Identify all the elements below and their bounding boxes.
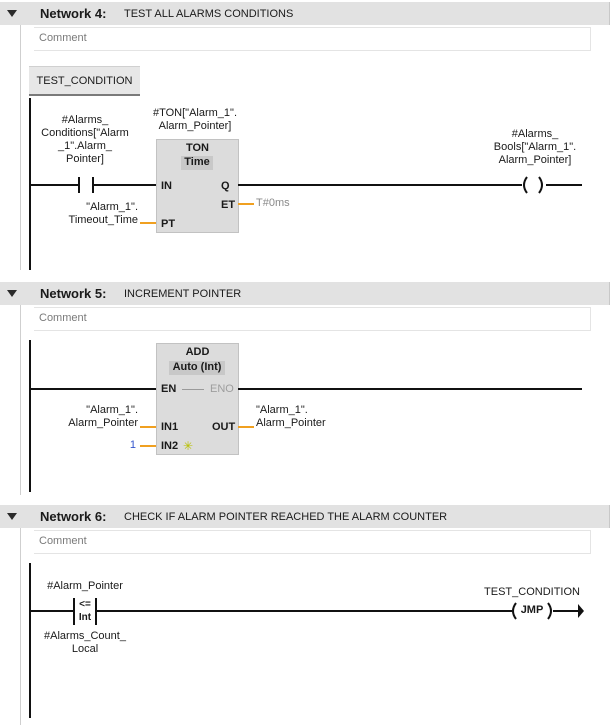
network-comment-field[interactable]: Comment (34, 27, 591, 51)
wire (30, 610, 73, 612)
jump-label-tab[interactable]: TEST_CONDITION (29, 66, 140, 96)
network-title: Network 6: (40, 509, 107, 524)
pin-eno: ENO (210, 383, 234, 395)
param-wire (140, 222, 156, 224)
collapse-triangle-icon[interactable] (7, 290, 17, 297)
wire (238, 184, 522, 186)
wire (238, 388, 582, 390)
comment-placeholder: Comment (39, 312, 87, 324)
pin-q: Q (221, 180, 230, 192)
param-wire (140, 445, 156, 447)
ton-timer-block[interactable]: TON Time IN Q ET PT (156, 139, 239, 233)
tree-line (20, 25, 21, 270)
pin-in: IN (161, 180, 172, 192)
wire (97, 610, 512, 612)
pin-in1: IN1 (161, 421, 179, 433)
tree-line (20, 528, 21, 725)
tree-line (20, 305, 21, 495)
wire (546, 184, 582, 186)
pin-in2: IN2 (161, 440, 179, 452)
out-operand[interactable]: "Alarm_1". Alarm_Pointer (256, 404, 326, 429)
block-type: TON (185, 142, 210, 154)
comment-placeholder: Comment (39, 535, 87, 547)
param-wire (238, 426, 254, 428)
in1-operand[interactable]: "Alarm_1". Alarm_Pointer (68, 404, 138, 429)
pin-en: EN (161, 383, 177, 395)
no-contact-right[interactable] (92, 177, 94, 193)
wire (553, 610, 582, 612)
jump-label-text: TEST_CONDITION (36, 75, 133, 87)
comment-placeholder: Comment (39, 32, 87, 44)
wire (94, 184, 156, 186)
timer-instance-db[interactable]: #TON["Alarm_1". Alarm_Pointer] (152, 107, 238, 132)
compare-top-operand[interactable]: #Alarm_Pointer (47, 580, 123, 592)
network-comment-field[interactable]: Comment (34, 307, 591, 331)
power-rail (29, 340, 31, 492)
et-value: T#0ms (256, 197, 290, 209)
compare-bottom-operand[interactable]: #Alarms_Count_ Local (44, 630, 126, 655)
compare-contact-left[interactable] (73, 598, 75, 625)
contact-operand[interactable]: #Alarms_ Conditions["Alarm _1".Alarm_ Po… (41, 114, 129, 165)
block-type: ADD (185, 346, 210, 358)
param-wire (140, 426, 156, 428)
compare-type[interactable]: Int (78, 612, 92, 623)
network-title: Network 4: (40, 6, 107, 21)
jump-coil[interactable] (508, 600, 556, 622)
no-contact-left[interactable] (78, 177, 80, 193)
in2-value[interactable]: 1 (129, 439, 136, 451)
add-block[interactable]: ADD Auto (Int) EN ENO IN1 OUT IN2 ✳ (156, 343, 239, 455)
collapse-triangle-icon[interactable] (7, 10, 17, 17)
wire (30, 184, 78, 186)
pt-operand[interactable]: "Alarm_1". Timeout_Time (68, 201, 138, 226)
network-5-header[interactable]: Network 5: INCREMENT POINTER (0, 282, 610, 305)
network-6-header[interactable]: Network 6: CHECK IF ALARM POINTER REACHE… (0, 505, 610, 528)
pin-out: OUT (212, 421, 236, 433)
wire (30, 388, 156, 390)
output-coil[interactable] (518, 174, 548, 196)
network-comment-field[interactable]: Comment (34, 530, 591, 554)
pin-et: ET (221, 199, 236, 211)
jump-instruction: JMP (520, 604, 544, 616)
param-wire (238, 203, 254, 205)
network-4-header[interactable]: Network 4: TEST ALL ALARMS CONDITIONS (0, 2, 610, 25)
add-input-star-icon[interactable]: ✳ (183, 439, 194, 453)
coil-operand[interactable]: #Alarms_ Bools["Alarm_1". Alarm_Pointer] (493, 128, 577, 166)
network-description[interactable]: TEST ALL ALARMS CONDITIONS (124, 8, 294, 20)
power-rail (29, 563, 31, 718)
pin-pt: PT (161, 218, 176, 230)
jump-arrow-icon (578, 604, 584, 618)
compare-contact-right[interactable] (95, 598, 97, 625)
block-subtype[interactable]: Auto (Int) (169, 361, 225, 375)
network-description[interactable]: CHECK IF ALARM POINTER REACHED THE ALARM… (124, 511, 448, 523)
en-eno-link (182, 389, 204, 390)
network-title: Network 5: (40, 286, 107, 301)
block-subtype[interactable]: Time (181, 156, 213, 170)
collapse-triangle-icon[interactable] (7, 513, 17, 520)
network-description[interactable]: INCREMENT POINTER (124, 288, 242, 300)
compare-operator: <= (79, 599, 91, 610)
jump-target-label[interactable]: TEST_CONDITION (484, 586, 580, 598)
